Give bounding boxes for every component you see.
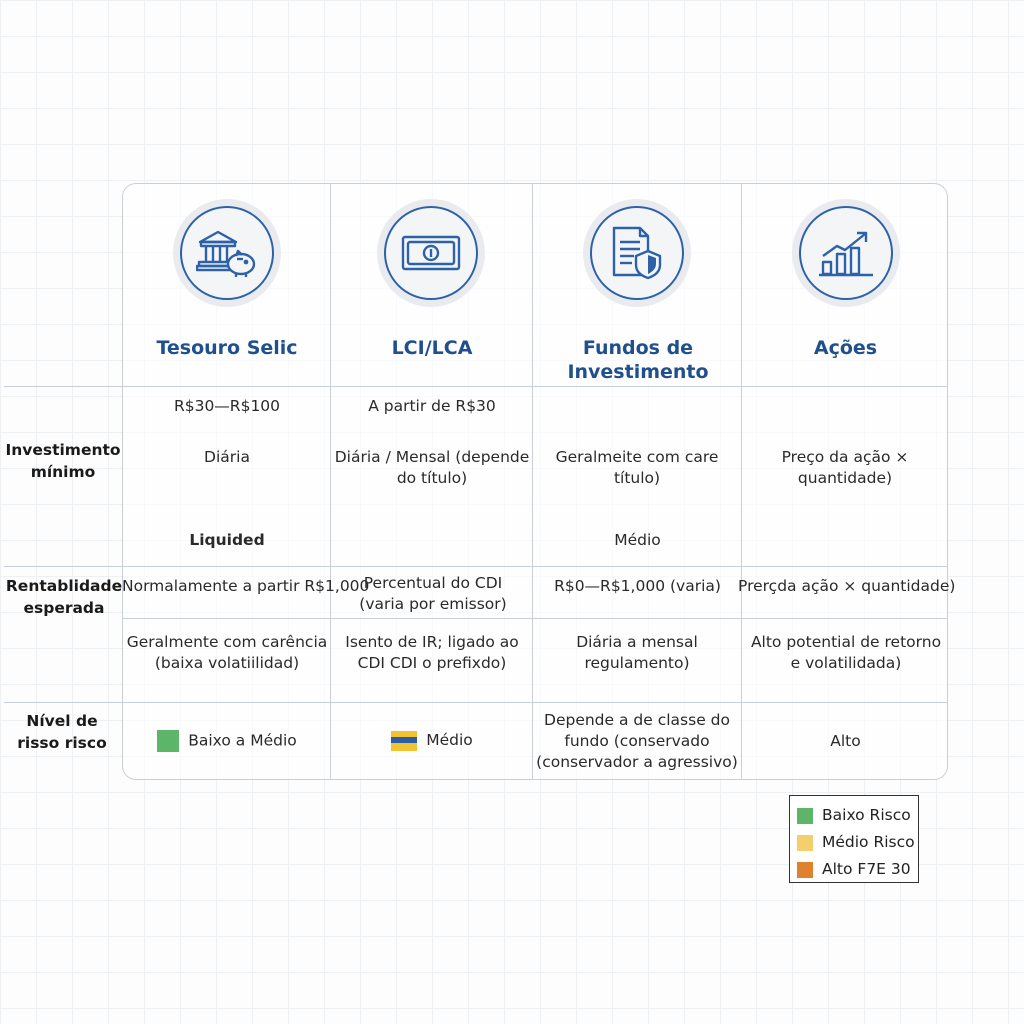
document-shield-icon [612,226,662,280]
column-header-lci: LCI/LCA [391,337,473,359]
column-divider [741,184,742,780]
column-header-acoes: Ações [813,337,878,359]
legend-label: Médio Risco [822,833,915,851]
cell: Percentual do CDI (varia por emissor) [359,574,507,613]
risk-cell-tesouro: Baixo a Médio [124,730,330,752]
cell: Alto potential de retorno e volatilidada… [750,633,942,672]
cell: Alto [830,732,861,750]
cell: Diária a mensal regulamento) [576,633,698,672]
cell: Geralmente com carência (baixa volatiili… [126,633,328,672]
cell: R$0—R$1,000 (varia) [554,577,721,595]
cell: Isento de IR; ligado ao CDI CDI o prefix… [345,633,519,672]
row-label-risco: Nível de risso risco [17,712,107,752]
cell: Preço da ação × quantidade) [781,448,909,487]
header-icon-acoes [792,199,900,307]
cell: Diária [204,448,250,466]
risk-low-swatch [157,730,180,752]
cell: Normalamente a partir R$1,000 [122,577,370,595]
risk-mid-swatch [391,730,418,751]
risk-level-label: Médio [426,731,473,749]
legend-swatch [797,807,813,824]
cell: Depende a de classe do fundo (conservado… [536,711,738,771]
cell: Liquided [189,531,265,549]
bank-piggy-icon [196,230,256,277]
legend-swatch [797,834,813,851]
legend-swatch [797,861,813,878]
row-divider [4,702,948,703]
column-header-fundos: Fundos de Investimento [567,337,709,383]
legend-item-high: Alto F7E 30 [797,856,918,883]
cell: Médio [614,531,661,549]
rising-chart-icon [819,231,873,277]
row-label-investimento: Investimento mínimo [5,441,121,481]
column-divider [532,184,533,780]
risk-cell-lci: Médio [332,730,532,751]
cell: Geralmeite com care título) [555,448,719,487]
banknote-icon [401,235,461,271]
risk-legend: Baixo Risco Médio Risco Alto F7E 30 [789,795,919,883]
column-divider [330,184,331,780]
row-label-rentabilidade: Rentablidade esperada [5,577,123,617]
row-divider [122,618,948,619]
cell: R$30—R$100 [173,397,281,415]
cell: Diária / Mensal (depende do título) [334,448,530,487]
cell: A partir de R$30 [368,397,496,415]
risk-level-label: Baixo a Médio [188,731,297,750]
legend-label: Baixo Risco [822,806,911,824]
header-icon-lci [377,199,485,307]
legend-label: Alto F7E 30 [822,860,911,878]
header-icon-fundos [583,199,691,307]
row-divider [4,386,948,387]
header-icon-tesouro [173,199,281,307]
cell: Prerçda ação × quantidade) [738,577,956,595]
row-divider [4,566,948,567]
legend-item-mid: Médio Risco [797,829,918,856]
column-header-tesouro: Tesouro Selic [156,337,298,359]
legend-item-low: Baixo Risco [797,802,918,829]
